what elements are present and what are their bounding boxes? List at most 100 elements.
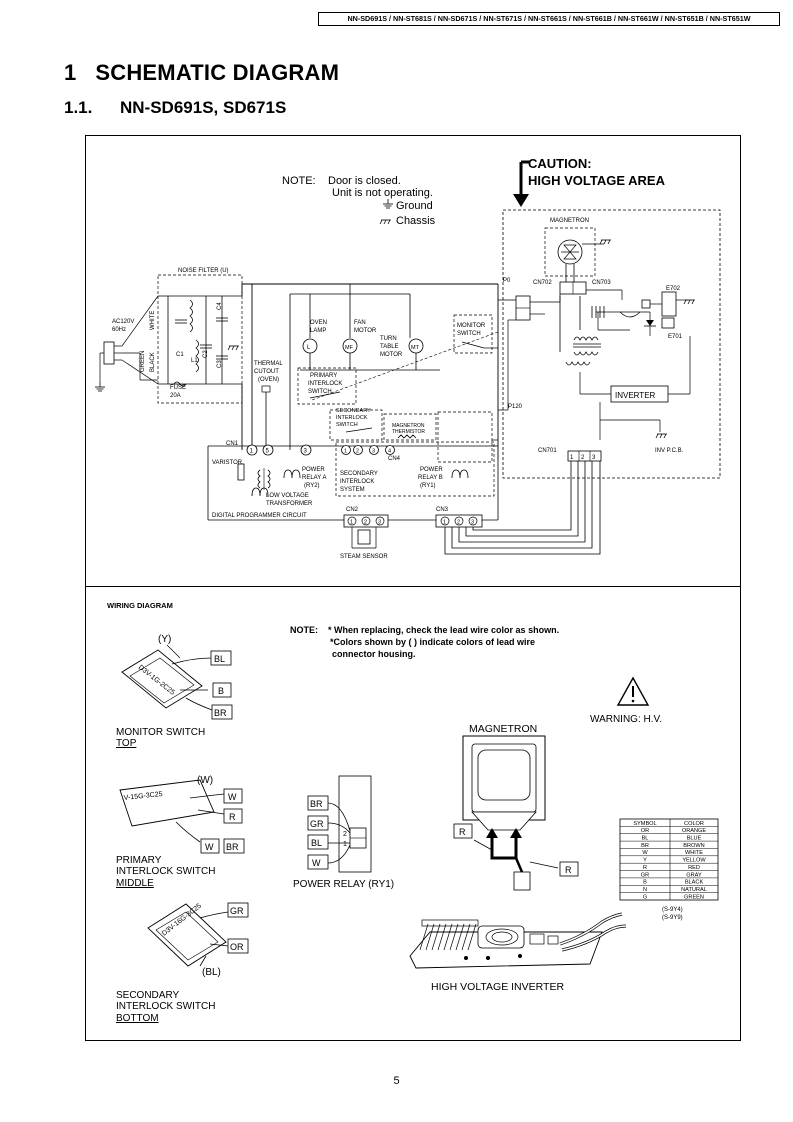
secondary-switch-label-2: INTERLOCK SWITCH [116, 1001, 215, 1012]
relay-a-coil-icon [283, 469, 301, 479]
secondary-wire-gr: GR [230, 906, 244, 916]
fan-motor-label-1: FAN [354, 320, 366, 326]
p0-label: P0 [503, 278, 511, 284]
relay-pin-1: 1 [343, 841, 347, 848]
oven-lamp-symbol: L [307, 345, 311, 351]
primary-interlock-label-2: INTERLOCK [308, 381, 342, 387]
sec-system-label-3: SYSTEM [340, 487, 365, 493]
title-text: SCHEMATIC DIAGRAM [95, 60, 340, 85]
sec-system-label-2: INTERLOCK [340, 479, 374, 485]
monitor-switch-body [121, 649, 203, 709]
mains-ground-icon [94, 381, 106, 392]
c2-label: C2 [203, 350, 209, 358]
ground-symbol [382, 198, 394, 209]
table-cell: NATURAL [681, 887, 707, 893]
white-wire-label: WHITE [150, 311, 156, 330]
fan-motor-symbol: MF [345, 345, 354, 351]
chassis-symbol [379, 219, 392, 225]
thermistor-icon [397, 434, 417, 439]
title-number: 1 [64, 60, 77, 85]
l1-label: L1 [191, 358, 198, 364]
steam-sensor-label: STEAM SENSOR [340, 554, 388, 560]
relay-wire-w: W [312, 858, 321, 868]
inv-pcb-label: INV P.C.B. [655, 448, 684, 454]
primary-wire-w2: W [205, 842, 214, 852]
secondary-switch-label-1: SECONDARY [116, 990, 179, 1001]
relay-a-label-1: POWER [302, 467, 325, 473]
cn702-label: CN702 [533, 280, 552, 286]
e702-chassis-icon [683, 299, 696, 305]
inverter-drawing: HIGH VOLTAGE INVERTER [409, 912, 627, 993]
lvt-secondary-icon [267, 469, 271, 489]
secondary-switch-drawing: D3V-16G-3C25 GR OR (BL) SECONDARY INTERL… [116, 903, 249, 1024]
relay-b-label-1: POWER [420, 467, 443, 473]
wiring-note-1: * When replacing, check the lead wire co… [328, 625, 559, 635]
monitor-switch-label: MONITOR SWITCH [116, 727, 205, 738]
inverter-transformer [477, 925, 525, 949]
monitor-switch-position: TOP [116, 738, 137, 749]
primary-switch-drawing: V-15G-3C25 (W) W R W BR PRIMARY INTERLOC… [116, 775, 245, 889]
cn1-pin-3: 3 [304, 449, 308, 455]
steam-sensor-icon [357, 529, 371, 545]
primary-wire-br: BR [226, 842, 239, 852]
monitor-wire-br: BR [214, 708, 227, 718]
schematic-note: NOTE: Door is closed. Unit is not operat… [282, 175, 436, 227]
cn3-pin-1: 1 [443, 520, 446, 526]
thermistor-label-2: THERMISTOR [392, 429, 425, 435]
c3-label: C3 [217, 360, 223, 368]
section-number: 1.1. [64, 98, 93, 117]
table-cell: B [643, 880, 647, 886]
table-cell: WHITE [685, 850, 703, 856]
power-relay-drawing: 2 1 BR GR BL W POWER RELAY (RY1) [293, 775, 394, 890]
lvt-label-1: LOW VOLTAGE [266, 493, 309, 499]
table-cell: G [643, 894, 647, 900]
secondary-switch-position: BOTTOM [116, 1013, 159, 1024]
relay-b-label-2: RELAY B [418, 475, 443, 481]
inverter-heatsink [419, 923, 477, 951]
primary-wire-r: R [229, 812, 236, 822]
hv-magnetron-label: MAGNETRON [550, 218, 589, 224]
c4-label: C4 [217, 302, 223, 310]
lvt-primary-icon [257, 469, 261, 489]
magnetron-fuse-block [513, 871, 531, 891]
wiring-magnetron-label: MAGNETRON [469, 723, 537, 735]
table-header-cell: SYMBOL [633, 821, 656, 827]
table-cell: ORANGE [682, 828, 707, 834]
fuse-icon [173, 381, 187, 387]
cn3-to-cn701-cable [444, 461, 601, 555]
ac-voltage-label: AC120V [112, 319, 134, 325]
table-cell: RED [688, 865, 700, 871]
secondary-interlock-label-2: INTERLOCK [336, 415, 368, 421]
cn701-connector [567, 450, 602, 462]
section-text: NN-SD691S, SD671S [120, 98, 287, 117]
cn2-pin-3: 3 [378, 520, 381, 526]
relay-pin-2: 2 [343, 831, 347, 838]
magnetron-chassis-icon [599, 239, 612, 245]
oven-lamp-label-2: LAMP [310, 328, 326, 334]
turntable-label-1: TURN [380, 336, 397, 342]
power-plug [103, 341, 115, 365]
cn4-label: CN4 [388, 456, 401, 462]
note-line-1: Door is closed. [328, 175, 401, 187]
table-cell: BLUE [687, 835, 702, 841]
table-ref-2: (S-9Y9) [662, 915, 683, 921]
cn2-pin-1: 1 [350, 520, 353, 526]
page-title: 1 SCHEMATIC DIAGRAM [64, 60, 339, 86]
cn4-pin-2: 2 [356, 449, 359, 455]
noise-filter-label: NOISE FILTER (U) [178, 268, 229, 274]
cn1-label: CN1 [226, 441, 239, 447]
caution-block: CAUTION: HIGH VOLTAGE AREA [513, 156, 666, 207]
inv-pcb-chassis-icon [655, 433, 668, 439]
oven-lamp-label-1: OVEN [310, 320, 327, 326]
cn701-pin-3: 3 [592, 455, 596, 461]
thermistor-label-1: MAGNETRON [392, 423, 425, 429]
secondary-interlock-system-box [335, 441, 495, 497]
wiring-title: WIRING DIAGRAM [107, 601, 173, 610]
relay-label: POWER RELAY (RY1) [293, 879, 394, 890]
e702-label: E702 [666, 286, 681, 292]
magnetron-wire-r2: R [565, 865, 572, 875]
fuse-rating-label: 20A [170, 393, 181, 399]
caution-arrow-icon [513, 194, 529, 207]
cn4-connector: 1 2 3 4 [341, 445, 395, 455]
